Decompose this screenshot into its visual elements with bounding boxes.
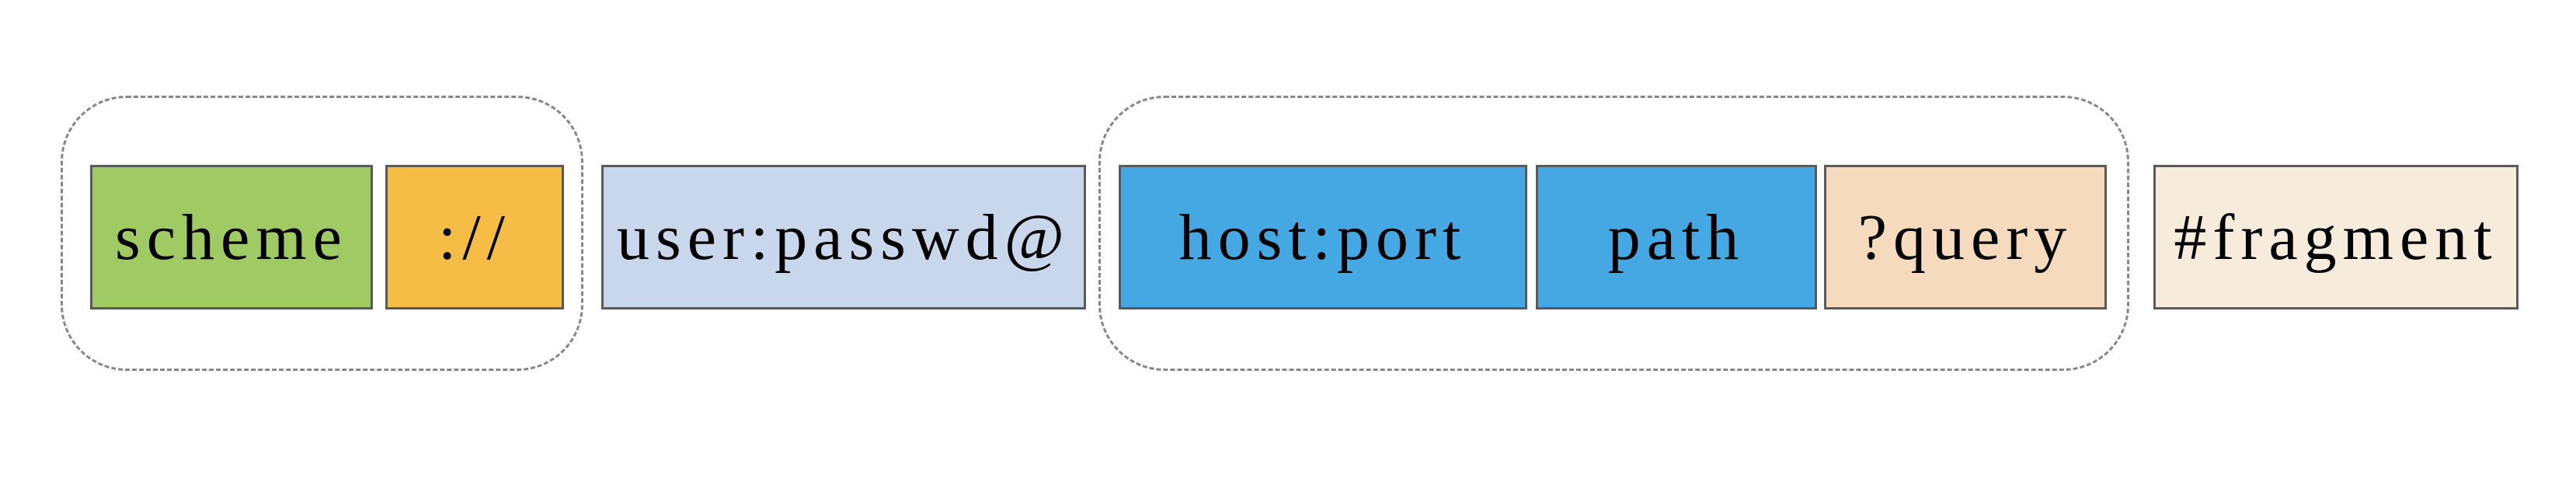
url-segment-host-port: host:port <box>1119 165 1527 309</box>
url-segment-fragment: #fragment <box>2153 165 2519 309</box>
authority-group-outline: host:port path ?query <box>1098 96 2129 371</box>
url-segment-scheme-separator: :// <box>385 165 564 309</box>
url-segment-scheme: scheme <box>90 165 373 309</box>
url-segment-path: path <box>1536 165 1817 309</box>
url-segment-userinfo: user:passwd@ <box>601 165 1086 309</box>
url-segment-query: ?query <box>1824 165 2107 309</box>
scheme-group-outline: scheme :// <box>61 96 583 371</box>
